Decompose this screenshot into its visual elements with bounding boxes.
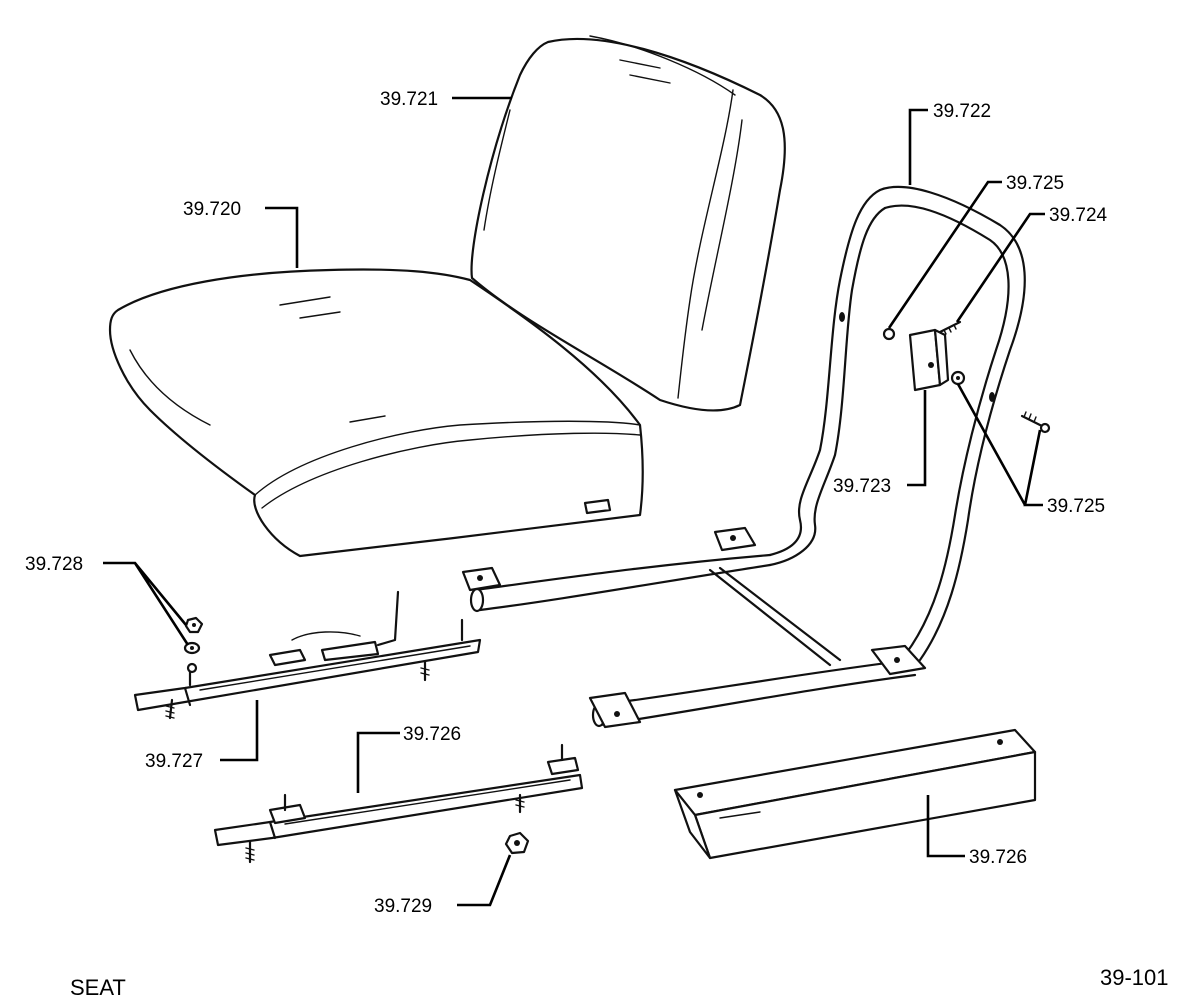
- seat-cushion: [108, 268, 644, 558]
- callout-39-720: 39.720: [183, 199, 241, 220]
- leader-39-723: [907, 390, 927, 487]
- callout-39-725-lower: 39.725: [1047, 496, 1105, 517]
- leader-39-722: [908, 108, 928, 185]
- callout-39-723: 39.723: [833, 476, 891, 497]
- callout-39-726-left: 39.726: [403, 724, 461, 745]
- page-number: 39-101: [1100, 965, 1169, 990]
- leader-39-729: [457, 854, 512, 907]
- hardware-small: [882, 320, 1051, 434]
- leader-39-725b: [956, 383, 1043, 507]
- callout-39-725-upper: 39.725: [1006, 173, 1064, 194]
- leader-39-728: [103, 561, 190, 646]
- callout-39-721: 39.721: [380, 89, 438, 110]
- diagram-title: SEAT: [70, 975, 126, 1000]
- leader-39-725a: [887, 180, 1002, 329]
- leader-lines: [103, 96, 1045, 907]
- callout-39-727: 39.727: [145, 751, 203, 772]
- seat-slide-rail-lower: [213, 743, 584, 864]
- channel-bar: [673, 728, 1037, 860]
- callout-39-728: 39.728: [25, 554, 83, 575]
- callout-labels: 39.720 39.721 39.722 39.725 39.724 39.72…: [25, 89, 1108, 917]
- callout-39-722: 39.722: [933, 101, 991, 122]
- seat-back-cushion: [470, 35, 786, 412]
- callout-39-726-right: 39.726: [969, 847, 1027, 868]
- backrest-bracket: [908, 328, 950, 392]
- leader-39-726a: [356, 731, 400, 793]
- callout-39-729: 39.729: [374, 896, 432, 917]
- leader-39-724: [955, 212, 1045, 323]
- leader-39-720: [265, 206, 299, 268]
- seat-slide-rail-upper: [133, 590, 482, 720]
- nuts-and-washers: [183, 616, 530, 855]
- leader-39-726b: [926, 795, 965, 858]
- callout-39-724: 39.724: [1049, 205, 1108, 226]
- leader-39-727: [220, 700, 259, 762]
- seat-frame: [461, 185, 1026, 729]
